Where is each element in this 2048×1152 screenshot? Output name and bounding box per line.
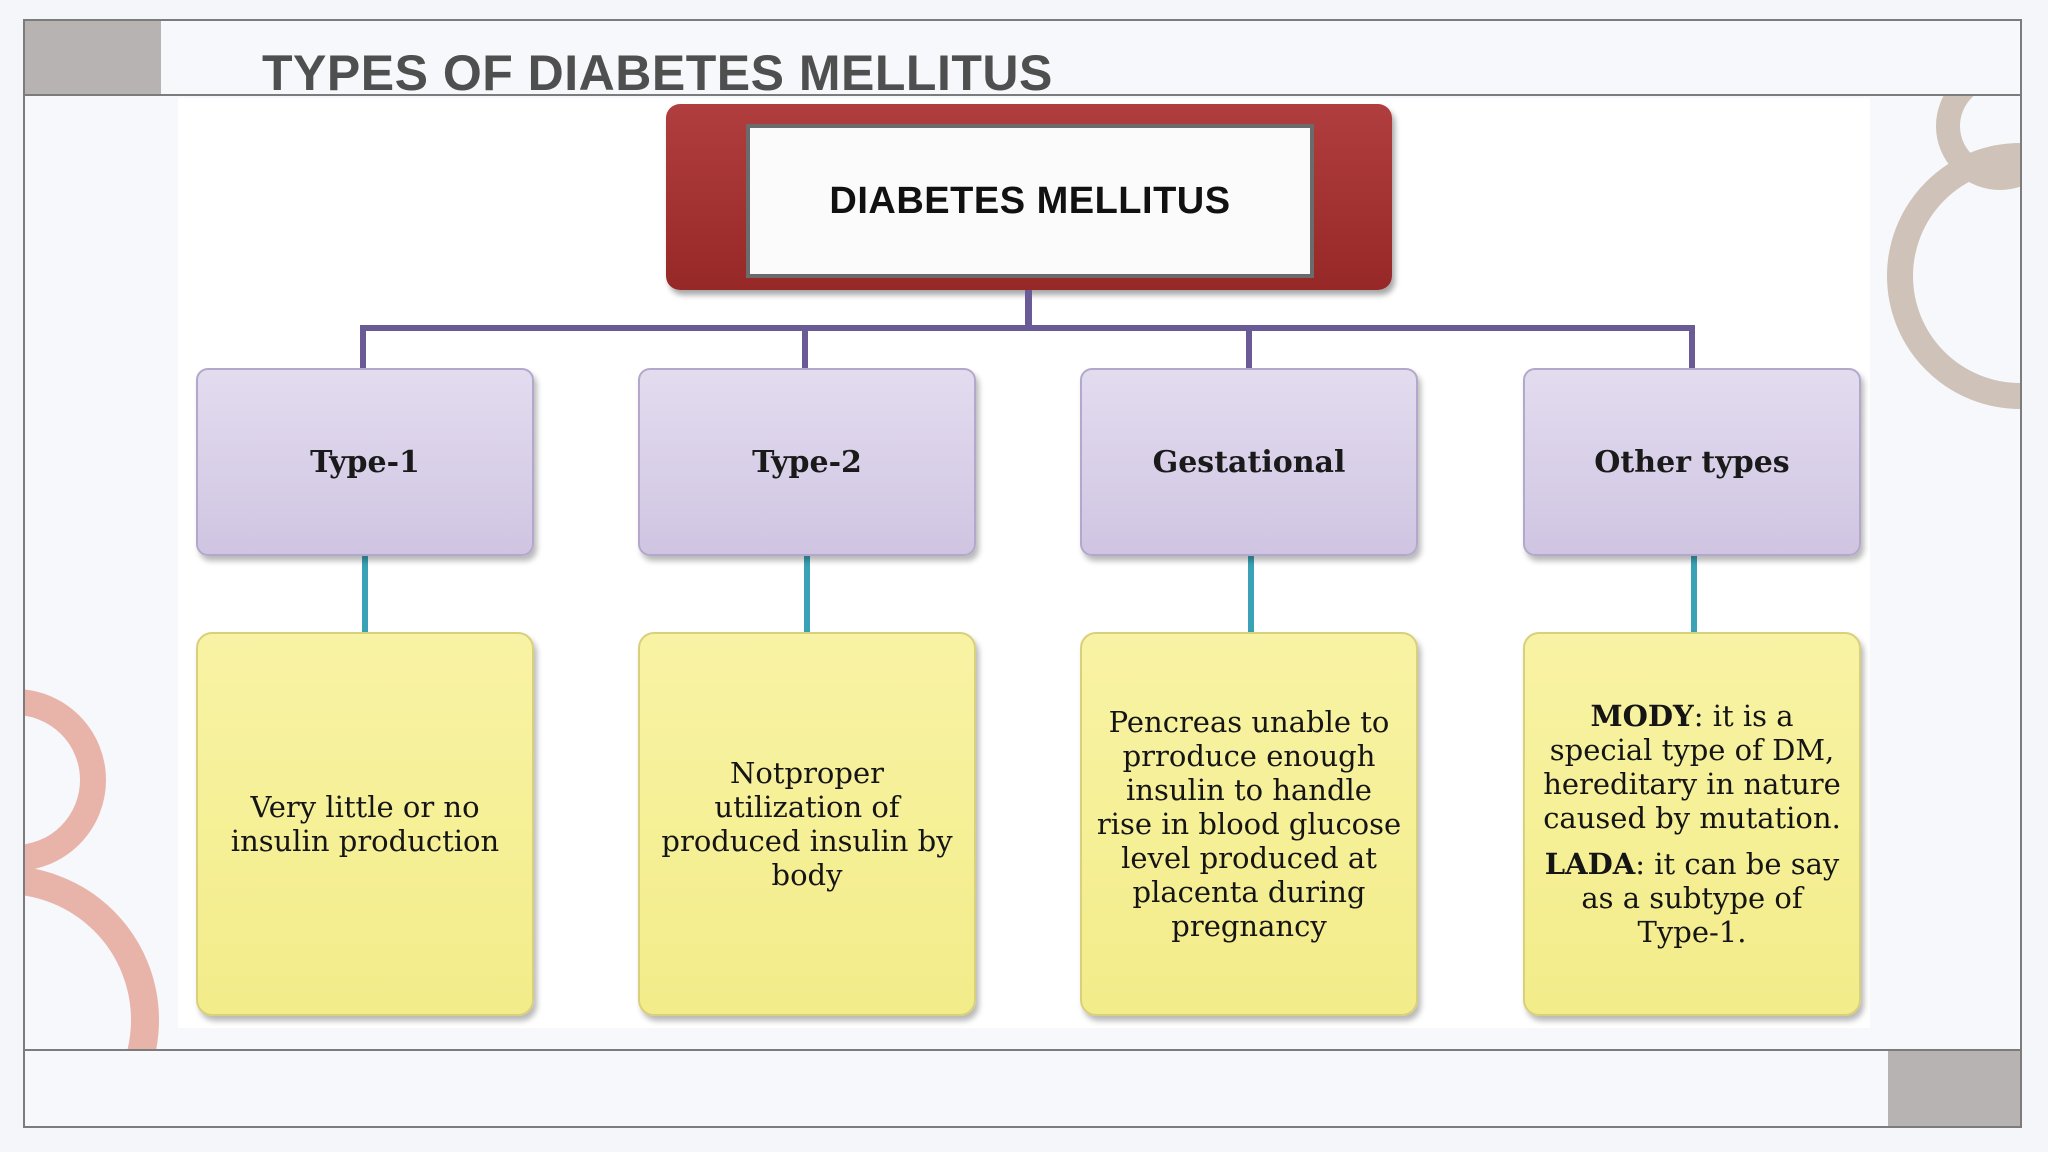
lada-term: LADA [1544,847,1636,881]
connector-other-description [1691,556,1697,632]
connector-type2-description [804,556,810,632]
type-box-type1: Type-1 [196,368,534,556]
root-node: DIABETES MELLITUS [746,124,1314,278]
connector-horizontal-bar [360,325,1695,331]
description-text: Pencreas unable to prroduce enough insul… [1096,705,1402,943]
description-box-other-types: MODY: it is a special type of DM, heredi… [1523,632,1861,1016]
mody-text: : it is a special type of DM, hereditary… [1543,699,1841,835]
page-title: TYPES OF DIABETES MELLITUS [262,45,1053,101]
type-box-other-types: Other types [1523,368,1861,556]
connector-drop-type2 [802,325,808,369]
footer-divider [23,1049,2022,1051]
connector-drop-gestational [1246,325,1252,369]
description-text: Very little or no insulin production [230,790,500,858]
description-text: Notproper utilization of produced insuli… [661,756,953,892]
lada-text: : it can be say as a subtype of Type-1. [1581,847,1840,949]
connector-root-stem [1025,290,1032,328]
lada-paragraph: LADA: it can be say as a subtype of Type… [1541,847,1843,949]
connector-drop-type1 [360,325,366,369]
decorative-arcs-right [1860,96,2020,496]
connector-drop-other [1689,325,1695,369]
description-box-gestational: Pencreas unable to prroduce enough insul… [1080,632,1418,1016]
description-box-type2: Notproper utilization of produced insuli… [638,632,976,1016]
corner-block-bottom-right [1888,1051,2020,1126]
description-box-type1: Very little or no insulin production [196,632,534,1016]
type-box-type2: Type-2 [638,368,976,556]
connector-gestational-description [1248,556,1254,632]
type-box-gestational: Gestational [1080,368,1418,556]
mody-paragraph: MODY: it is a special type of DM, heredi… [1541,699,1843,835]
header-divider [23,94,2022,96]
connector-type1-description [362,556,368,632]
mody-term: MODY [1590,699,1694,733]
corner-block-top-left [25,21,161,94]
decorative-arcs-left [25,600,175,1049]
